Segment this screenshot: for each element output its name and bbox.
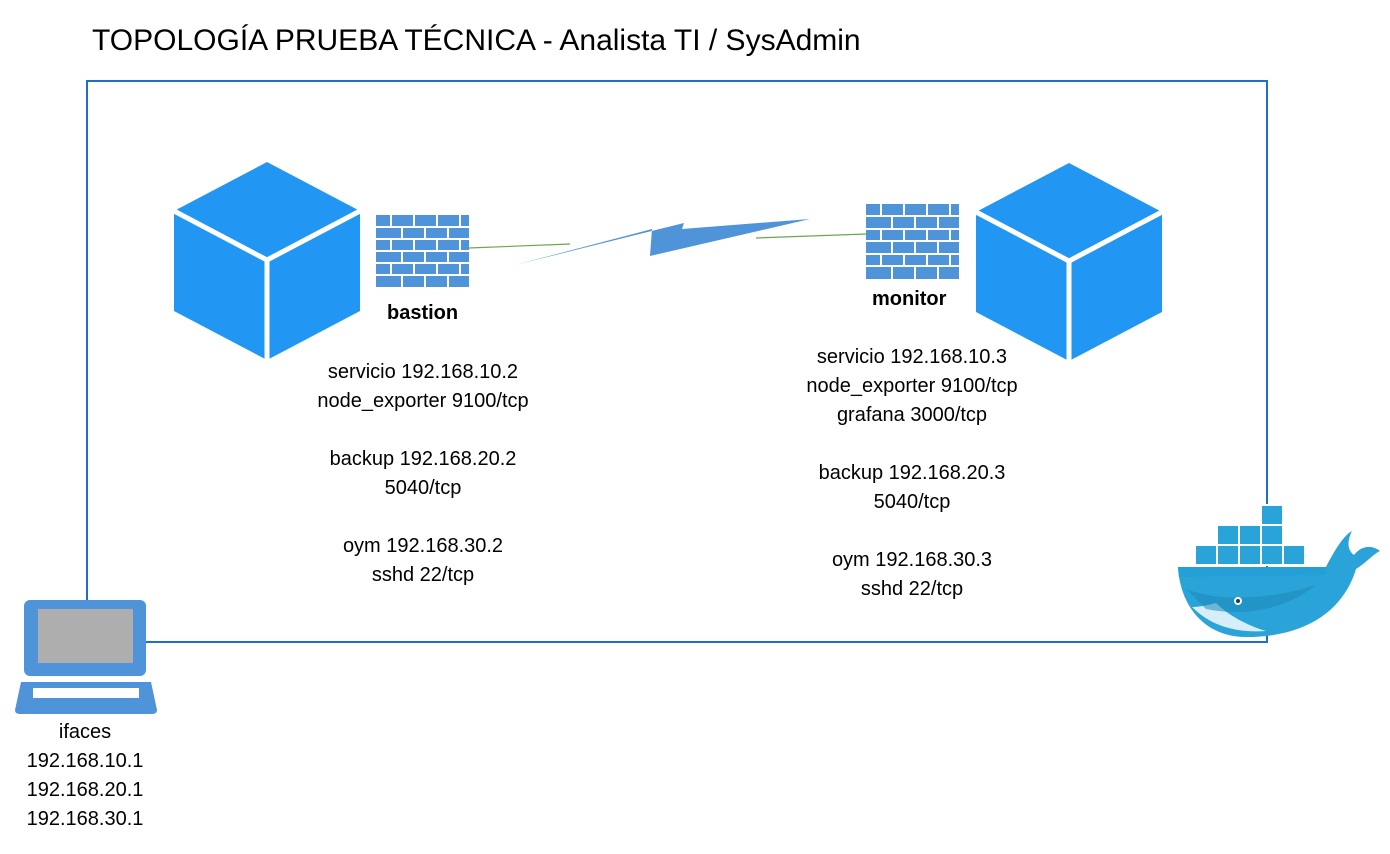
bastion-label: bastion [387, 302, 459, 324]
host-info-line: ifaces [58, 721, 112, 743]
monitor-info-line: node_exporter 9100/tcp [806, 375, 1018, 397]
bastion-info-line: oym 192.168.30.2 [342, 535, 504, 557]
lightning-link-icon [515, 219, 810, 265]
network-boundary [86, 80, 1268, 643]
host-info-line: 192.168.30.1 [26, 808, 144, 830]
monitor-info-line: sshd 22/tcp [860, 578, 964, 600]
monitor-info-line: oym 192.168.30.3 [831, 549, 993, 571]
monitor-info-line [781, 430, 1043, 459]
bastion-info: servicio 192.168.10.2 node_exporter 9100… [293, 358, 553, 590]
bastion-info-line: node_exporter 9100/tcp [317, 390, 529, 412]
monitor-info-line: 5040/tcp [873, 491, 951, 513]
monitor-info: servicio 192.168.10.3 node_exporter 9100… [781, 343, 1043, 604]
host-info-line: 192.168.10.1 [26, 750, 144, 772]
firewall-icon [376, 215, 469, 287]
bastion-info-line [293, 503, 553, 532]
host-info: ifaces 192.168.10.1 192.168.20.1 192.168… [10, 718, 160, 834]
monitor-label: monitor [872, 288, 947, 310]
link-line-bastion [468, 243, 571, 249]
server-cube-icon [172, 162, 362, 360]
bastion-info-line: backup 192.168.20.2 [329, 448, 517, 470]
bastion-info-line: 5040/tcp [384, 477, 462, 499]
bastion-info-line [293, 416, 553, 445]
link-line-monitor [755, 233, 867, 239]
host-info-line: 192.168.20.1 [26, 779, 144, 801]
bastion-info-line: sshd 22/tcp [371, 564, 475, 586]
bastion-info-line: servicio 192.168.10.2 [327, 361, 519, 383]
docker-whale-icon [1178, 504, 1380, 637]
server-cube-icon [974, 163, 1164, 361]
laptop-icon [15, 600, 157, 714]
monitor-info-line: servicio 192.168.10.3 [816, 346, 1008, 368]
monitor-info-line [781, 517, 1043, 546]
diagram-title: TOPOLOGÍA PRUEBA TÉCNICA - Analista TI /… [92, 24, 861, 57]
monitor-info-line: backup 192.168.20.3 [818, 462, 1006, 484]
monitor-info-line: grafana 3000/tcp [836, 404, 988, 426]
firewall-icon [866, 204, 959, 279]
